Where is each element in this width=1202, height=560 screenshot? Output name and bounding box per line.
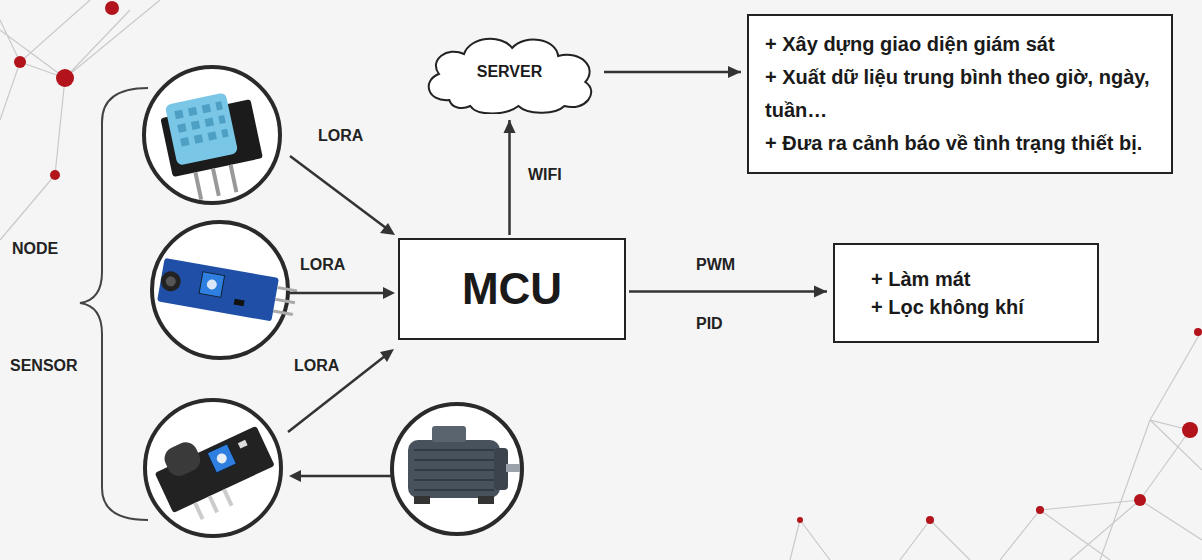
edge-label: WIFI <box>528 166 562 184</box>
node-text: + Xuất dữ liệu trung bình theo giờ, ngày… <box>765 61 1155 127</box>
group-label: NODE <box>12 240 58 258</box>
info-box: + Xây dựng giao diện giám sát+ Xuất dữ l… <box>747 14 1173 174</box>
node-text: + Xây dựng giao diện giám sát <box>765 28 1155 61</box>
connector-arrow <box>629 286 827 298</box>
temperature-sensor <box>144 67 280 204</box>
node-text: + Đưa ra cảnh báo về tình trạng thiết bị… <box>765 127 1155 160</box>
group-label: SENSOR <box>10 357 78 375</box>
process-box: MCU <box>398 238 626 340</box>
node-text: + Làm mát <box>871 265 1097 293</box>
connector-arrow <box>604 66 741 78</box>
network-dots <box>14 1 1202 524</box>
node-text: SERVER <box>418 63 601 81</box>
electric-motor <box>392 404 522 534</box>
signal-arrows <box>288 156 395 482</box>
node-text: + Lọc không khí <box>871 293 1097 321</box>
signal-label: LORA <box>294 357 339 375</box>
signal-label: LORA <box>318 127 363 145</box>
edge-label: PWM <box>696 256 735 274</box>
node-text: MCU <box>400 264 624 314</box>
microphone-sensor <box>145 400 282 536</box>
signal-label: LORA <box>300 256 345 274</box>
node-bracket <box>80 88 148 520</box>
connector-arrow <box>504 120 516 235</box>
signal-label: PID <box>696 315 723 333</box>
sound-sensor <box>152 222 299 358</box>
output-box: + Làm mát+ Lọc không khí <box>833 243 1099 343</box>
server-cloud: SERVER <box>418 30 601 114</box>
